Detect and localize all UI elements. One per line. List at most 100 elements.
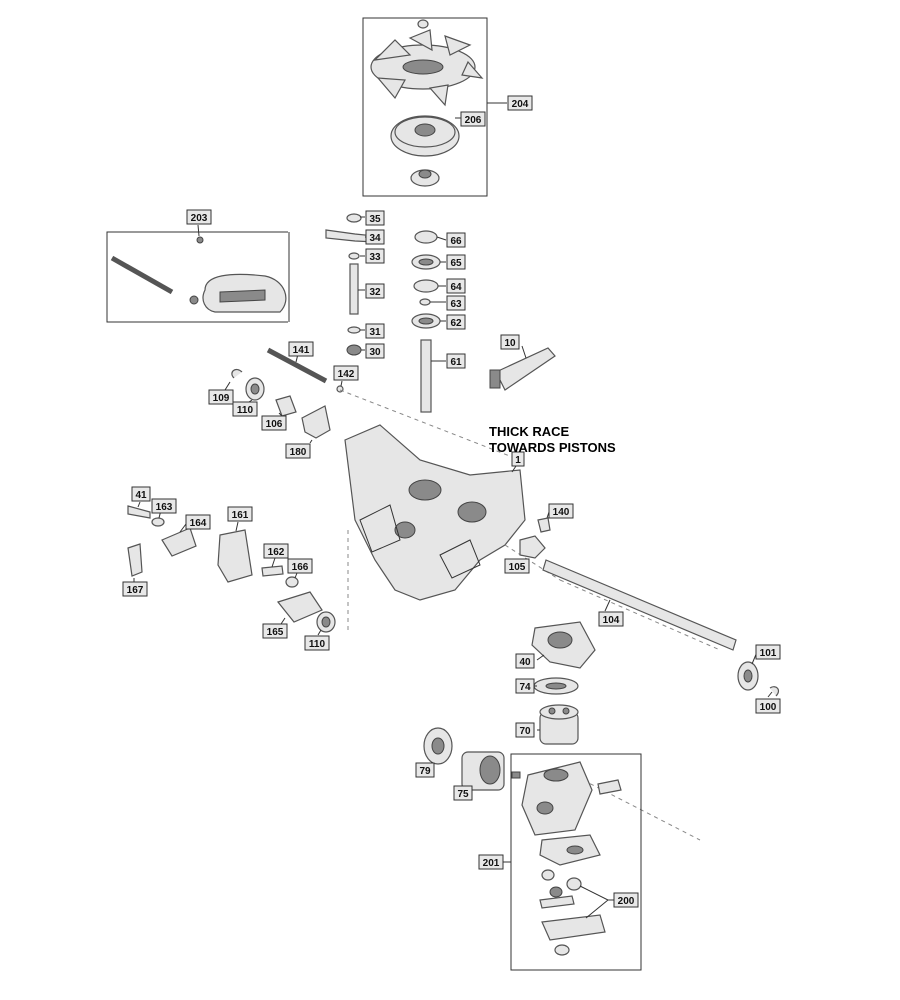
pin-32 — [349, 263, 359, 315]
callout-162: 162 — [263, 543, 289, 559]
callout-140: 140 — [548, 503, 574, 519]
callout-label: 140 — [553, 507, 570, 518]
callout-label: 105 — [509, 562, 526, 573]
seal-30 — [346, 344, 362, 356]
pulley-part — [390, 115, 460, 157]
callout-label: 161 — [232, 510, 249, 521]
fan-hub-part — [410, 169, 440, 187]
check-valves-200 — [539, 869, 606, 956]
callout-label: 61 — [450, 357, 462, 368]
washer-163 — [151, 517, 165, 527]
spring-167 — [127, 543, 143, 577]
callout-106: 106 — [261, 415, 287, 431]
callout-label: 66 — [450, 236, 462, 247]
callout-label: 34 — [369, 233, 381, 244]
callout-33: 33 — [365, 248, 385, 264]
ring-63 — [419, 298, 431, 306]
callout-label: 1 — [515, 455, 521, 466]
callout-label: 62 — [450, 318, 462, 329]
callout-180: 180 — [285, 443, 311, 459]
cylinder-block-75 — [461, 751, 505, 791]
callout-label: 200 — [618, 896, 635, 907]
callout-label: 163 — [156, 502, 173, 513]
callout-label: 203 — [191, 213, 208, 224]
bolt-162 — [261, 565, 284, 577]
callout-label: 74 — [519, 682, 531, 693]
callout-label: 75 — [457, 789, 469, 800]
callout-105: 105 — [504, 558, 530, 574]
callout-label: 101 — [760, 648, 777, 659]
callout-201: 201 — [478, 854, 504, 870]
callout-66: 66 — [446, 232, 466, 248]
callout-101: 101 — [755, 644, 781, 660]
fan-shroud-part — [202, 273, 287, 313]
callout-1: 1 — [511, 451, 525, 467]
input-shaft-61 — [420, 339, 432, 413]
callout-141: 141 — [288, 341, 314, 357]
callout-label: 109 — [213, 393, 230, 404]
callout-label: 201 — [483, 858, 500, 869]
clip-66 — [414, 230, 438, 244]
callout-label: 10 — [504, 338, 516, 349]
callout-label: 204 — [512, 99, 529, 110]
callout-110b: 110 — [304, 635, 330, 651]
callout-165: 165 — [262, 623, 288, 639]
bolt-part — [597, 779, 622, 795]
spacer-166 — [285, 576, 299, 588]
washer-64 — [413, 279, 439, 293]
callout-label: 64 — [450, 282, 462, 293]
callout-62: 62 — [446, 314, 466, 330]
thrust-bearing-74 — [533, 677, 579, 695]
callout-label: 104 — [603, 615, 620, 626]
callout-166: 166 — [287, 558, 313, 574]
callout-label: 41 — [135, 490, 147, 501]
callout-164: 164 — [185, 514, 211, 530]
callout-79: 79 — [415, 762, 435, 778]
callout-label: 110 — [237, 405, 254, 416]
callout-70: 70 — [515, 722, 535, 738]
block-106 — [275, 395, 297, 417]
callout-10: 10 — [500, 334, 520, 350]
callout-label: 63 — [450, 299, 462, 310]
bolt-41 — [127, 505, 151, 519]
note-line-2: TOWARDS PISTONS — [489, 440, 616, 455]
fan-assembly-frame — [362, 17, 488, 197]
callout-167: 167 — [122, 581, 148, 597]
callout-label: 142 — [338, 369, 355, 380]
callout-35: 35 — [365, 210, 385, 226]
callout-41: 41 — [131, 486, 151, 502]
bracket-161 — [217, 529, 253, 583]
callout-110a: 110 — [232, 401, 258, 417]
bolt-140 — [537, 517, 551, 533]
callout-61: 61 — [446, 353, 466, 369]
main-housing-1 — [344, 424, 526, 601]
callout-label: 79 — [419, 766, 431, 777]
center-section-201 — [521, 761, 601, 866]
callout-label: 180 — [290, 447, 307, 458]
screw-top-part — [196, 236, 204, 244]
pin-part — [511, 771, 521, 779]
callout-label: 106 — [266, 419, 283, 430]
fan-part — [370, 19, 484, 107]
bracket-180 — [301, 405, 331, 439]
clip-109 — [231, 368, 243, 379]
callout-label: 167 — [127, 585, 144, 596]
handle-bracket — [489, 369, 501, 389]
callout-206: 206 — [460, 111, 486, 127]
callout-label: 166 — [292, 562, 309, 573]
callout-label: 141 — [293, 345, 310, 356]
callout-65: 65 — [446, 254, 466, 270]
callout-label: 162 — [268, 547, 285, 558]
callout-30: 30 — [365, 343, 385, 359]
callout-label: 70 — [519, 726, 531, 737]
callout-label: 65 — [450, 258, 462, 269]
callout-label: 164 — [190, 518, 207, 529]
callout-104: 104 — [598, 611, 624, 627]
callout-32: 32 — [365, 283, 385, 299]
nut-35 — [346, 213, 362, 223]
center-section-40 — [531, 621, 596, 669]
callout-163: 163 — [151, 498, 177, 514]
thrust-bearing-79 — [423, 727, 453, 765]
